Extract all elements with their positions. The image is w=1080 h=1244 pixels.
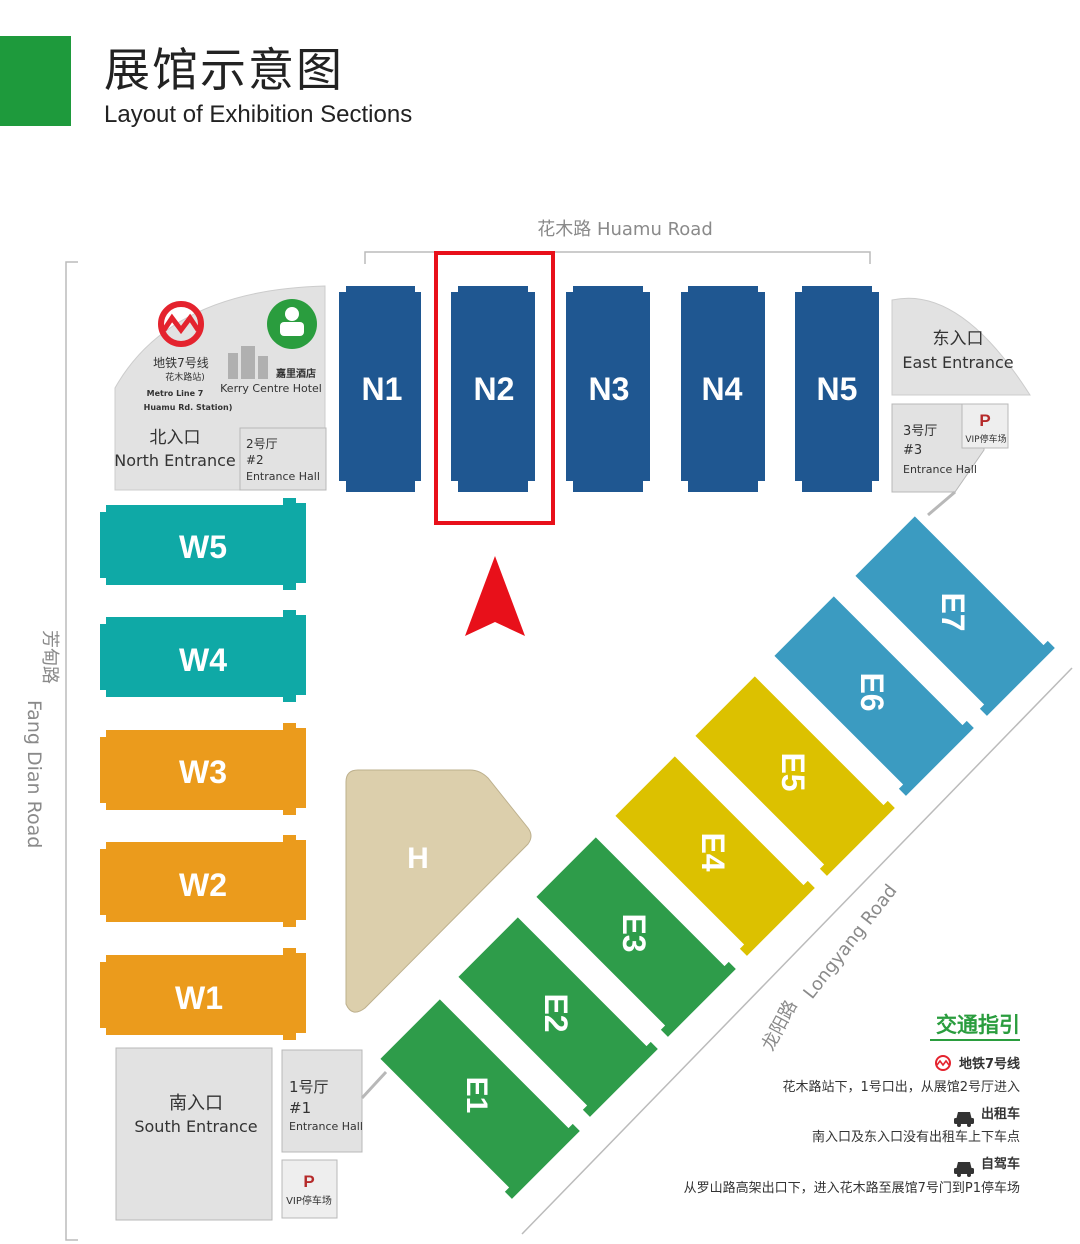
hall-e7-label: E7 <box>935 592 971 631</box>
east-entrance-area <box>891 297 1031 396</box>
metro-small-icon <box>935 1055 951 1071</box>
north-halls: N1 N2 N3 N4 N5 <box>339 286 879 492</box>
car-icon <box>954 1162 974 1177</box>
hall-e6[interactable]: E6 <box>770 592 974 796</box>
metro-icon <box>158 301 204 347</box>
north-entrance-en: North Entrance <box>114 451 236 470</box>
hall-n2-label: N2 <box>474 371 515 407</box>
hall1-connector <box>360 1070 388 1100</box>
vip-parking-east <box>961 403 1009 449</box>
hall-w3[interactable]: W3 <box>100 723 306 815</box>
page-subtitle: Layout of Exhibition Sections <box>104 101 413 128</box>
hall-w4[interactable]: W4 <box>100 610 306 702</box>
transport-car-title: 自驾车 <box>981 1156 1020 1172</box>
hotel-name-en: Kerry Centre Hotel <box>220 382 322 395</box>
hall-e5-label: E5 <box>775 752 811 791</box>
page-title: 展馆示意图 <box>104 44 344 96</box>
hall-w2[interactable]: W2 <box>100 835 306 927</box>
transport-metro-title: 地铁7号线 <box>959 1056 1020 1072</box>
hall2-cn: 2号厅 <box>246 437 278 451</box>
hall-n2[interactable]: N2 <box>451 286 535 492</box>
transport-car-desc: 从罗山路高架出口下，进入花木路至展馆7号门到P1停车场 <box>684 1180 1020 1196</box>
building-icon <box>228 346 268 379</box>
transport-metro-desc: 花木路站下，1号口出，从展馆2号厅进入 <box>782 1079 1020 1095</box>
longyang-road-label-cn: 龙阳路 <box>758 997 802 1055</box>
transport-guide-title: 交通指引 <box>936 1013 1020 1037</box>
metro-station-en: Huamu Rd. Station) <box>144 403 233 412</box>
hall-e1-label: E1 <box>460 1077 493 1114</box>
hall-n5-label: N5 <box>817 371 858 407</box>
hall-e5[interactable]: E5 <box>691 672 895 876</box>
hall-e3[interactable]: E3 <box>532 833 736 1037</box>
hall1-num: #1 <box>289 1099 311 1117</box>
hall-e2[interactable]: E2 <box>454 913 658 1117</box>
hall-e2-label: E2 <box>538 993 574 1032</box>
hall-n1-label: N1 <box>362 371 403 407</box>
metro-line-en: Metro Line 7 <box>147 389 204 398</box>
hall-e4[interactable]: E4 <box>611 752 815 956</box>
hall-h[interactable]: H <box>345 769 532 1013</box>
hall-w4-label: W4 <box>179 642 227 678</box>
hall-e7[interactable]: E7 <box>851 512 1055 716</box>
hall-w1[interactable]: W1 <box>100 948 306 1040</box>
north-entrance-cn: 北入口 <box>150 428 201 448</box>
hall-w1-label: W1 <box>175 980 223 1016</box>
hall3-connector <box>927 490 956 517</box>
direction-arrow <box>465 556 525 636</box>
east-halls: E7 E6 E5 E4 E3 E2 E1 <box>376 512 1055 1199</box>
hall-e6-label: E6 <box>854 672 890 711</box>
taxi-icon <box>954 1112 974 1127</box>
hall-n5[interactable]: N5 <box>795 286 879 492</box>
entrance-hall-2 <box>239 427 327 491</box>
west-halls: W5 W4 W3 W2 W1 <box>100 498 306 1040</box>
metro-station-cn: 花木路站) <box>165 371 205 383</box>
fangdian-road-label-en: Fang Dian Road <box>23 700 45 848</box>
hall-w3-label: W3 <box>179 754 227 790</box>
parking-label-east: VIP停车场 <box>965 433 1006 445</box>
hall-w2-label: W2 <box>179 867 227 903</box>
entrance-hall-1 <box>281 1049 363 1153</box>
highlight-box <box>434 251 555 525</box>
hall-n3-label: N3 <box>589 371 630 407</box>
east-entrance-cn: 东入口 <box>933 329 984 349</box>
hall-n1[interactable]: N1 <box>339 286 421 492</box>
parking-symbol-south: P <box>303 1172 314 1191</box>
longyang-road-label-en: Longyang Road <box>799 881 901 1003</box>
hall1-en: Entrance Hall <box>289 1120 363 1133</box>
hall3-en: Entrance Hall <box>903 463 977 476</box>
hall2-num: #2 <box>246 453 264 467</box>
longyang-road-line <box>521 667 1073 1235</box>
transport-taxi-desc: 南入口及东入口没有出租车上下车点 <box>812 1129 1020 1145</box>
hall2-en: Entrance Hall <box>246 470 320 483</box>
vip-parking-south <box>281 1159 338 1219</box>
hall3-num: #3 <box>903 443 922 458</box>
hall1-cn: 1号厅 <box>289 1078 329 1096</box>
south-entrance-area <box>115 1047 273 1221</box>
hall3-cn: 3号厅 <box>903 424 937 439</box>
south-entrance-en: South Entrance <box>134 1117 257 1136</box>
fangdian-road-label-cn: 芳甸路 <box>39 630 60 684</box>
hall-n4[interactable]: N4 <box>681 286 765 492</box>
hall-w5[interactable]: W5 <box>100 498 306 590</box>
huamu-road-line <box>364 251 871 264</box>
hall-n3[interactable]: N3 <box>566 286 650 492</box>
parking-symbol-east: P <box>979 411 990 430</box>
metro-line-cn: 地铁7号线 <box>153 356 209 370</box>
east-entrance-en: East Entrance <box>902 353 1013 372</box>
parking-label-south: VIP停车场 <box>286 1194 332 1207</box>
title-accent-bar <box>0 36 71 126</box>
hotel-icon <box>267 299 317 349</box>
hall-n4-label: N4 <box>702 371 743 407</box>
hall-w5-label: W5 <box>179 529 227 565</box>
hotel-name-cn: 嘉里酒店 <box>275 367 316 380</box>
hall-e3-label: E3 <box>616 913 652 952</box>
transport-taxi-title: 出租车 <box>981 1106 1020 1122</box>
hall-e1[interactable]: E1 <box>376 995 580 1199</box>
huamu-road-label: 花木路 Huamu Road <box>537 219 713 240</box>
fangdian-road-line <box>65 261 78 1241</box>
hall-h-label: H <box>407 842 429 875</box>
hall-e4-label: E4 <box>695 832 731 871</box>
south-entrance-cn: 南入口 <box>169 1093 223 1114</box>
